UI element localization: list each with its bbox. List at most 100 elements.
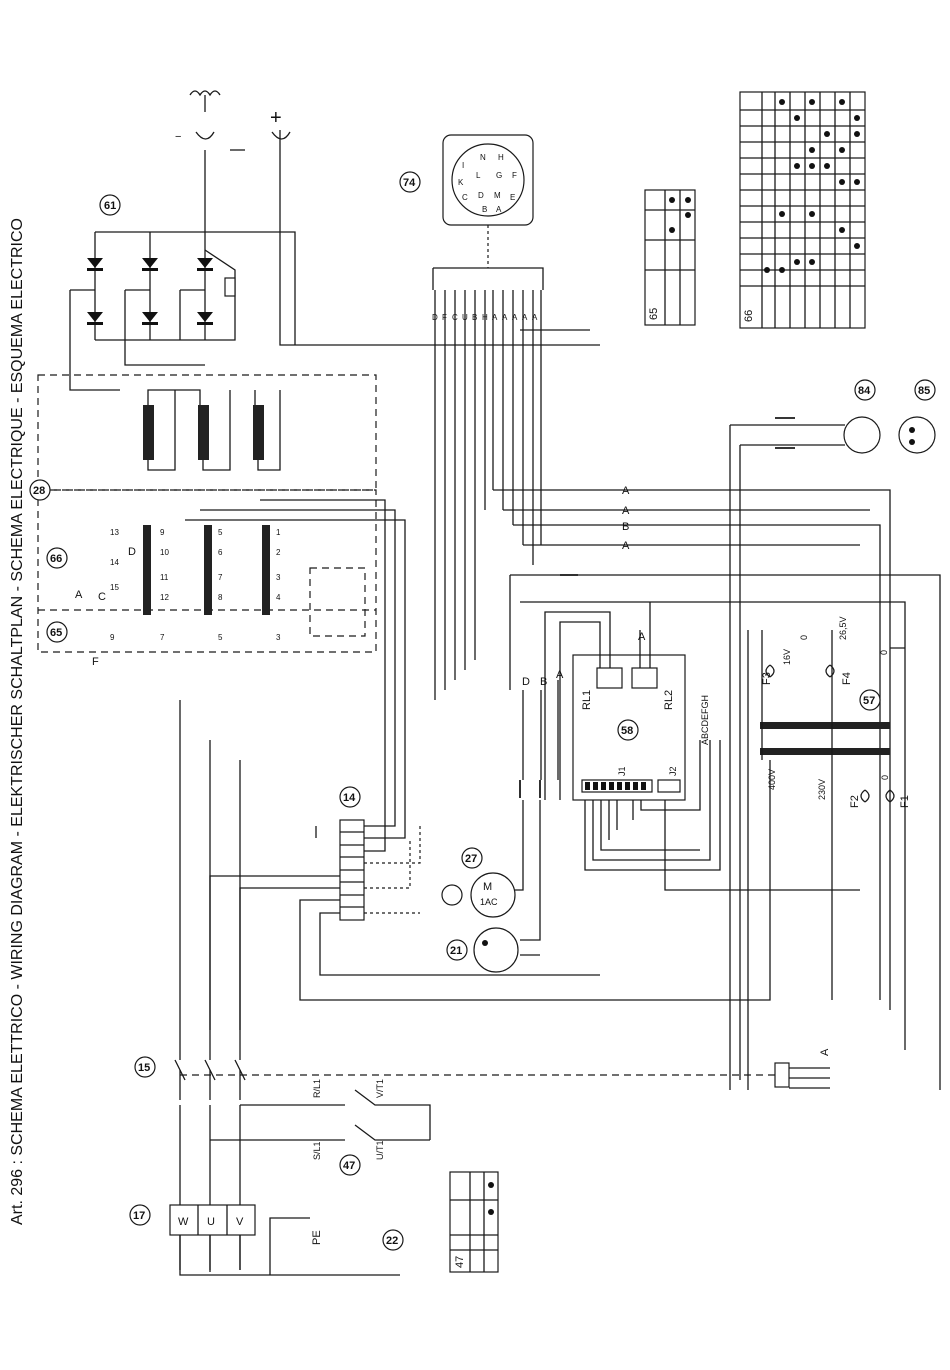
- sl1-contact: S/L1: [312, 1141, 322, 1160]
- f4-label: F4: [841, 672, 853, 685]
- svg-text:2: 2: [276, 548, 281, 557]
- svg-text:M: M: [494, 191, 501, 200]
- svg-text:6: 6: [218, 548, 223, 557]
- motor27-ac: 1AC: [480, 897, 498, 907]
- svg-text:9: 9: [110, 633, 115, 642]
- letter-a: A: [75, 589, 83, 601]
- phase-w: W: [178, 1216, 189, 1228]
- ref-27: 27: [465, 853, 477, 865]
- line-letter-a3: A: [622, 540, 630, 552]
- svg-text:A: A: [522, 313, 528, 322]
- plus-label: +: [270, 107, 282, 129]
- board-58: RL1 RL2 58 J1 J2 A D B A: [519, 602, 860, 891]
- ref-57: 57: [863, 695, 875, 707]
- svg-text:13: 13: [110, 528, 119, 537]
- line-letter-a1: A: [622, 485, 630, 497]
- svg-text:3: 3: [276, 633, 281, 642]
- motor27-m: M: [483, 881, 492, 893]
- svg-text:7: 7: [160, 633, 165, 642]
- svg-text:C: C: [462, 193, 468, 202]
- relay-letter-1: A: [819, 1048, 831, 1056]
- diagram-title: Art. 296 : SCHEMA ELETTRICO - WIRING DIA…: [9, 218, 26, 1225]
- svg-text:E: E: [510, 193, 515, 202]
- ref-58: 58: [621, 725, 633, 737]
- svg-text:H: H: [482, 313, 488, 322]
- phase-u: U: [207, 1216, 215, 1228]
- svg-text:L: L: [476, 171, 481, 180]
- table-65: 65: [644, 189, 696, 326]
- letter-f: F: [92, 656, 99, 668]
- svg-text:15: 15: [110, 583, 119, 592]
- svg-text:N: N: [480, 153, 486, 162]
- rl2-label: RL2: [663, 690, 675, 710]
- vt1-contact: V/T1: [375, 1079, 385, 1098]
- ref-85: 85: [918, 385, 930, 397]
- terminal-17: W U V 17 PE 22: [129, 1204, 404, 1276]
- svg-text:7: 7: [218, 573, 223, 582]
- bus-letter-b: B: [540, 676, 547, 688]
- ref-28: 28: [33, 485, 45, 497]
- table-66: 66: [739, 91, 866, 329]
- f2-label: F2: [849, 795, 861, 808]
- ref-14: 14: [343, 792, 356, 804]
- svg-text:H: H: [498, 153, 504, 162]
- ref-47: 47: [343, 1160, 355, 1172]
- svg-text:11: 11: [160, 573, 169, 582]
- f3-label: F3: [761, 672, 773, 685]
- svg-text:B: B: [472, 313, 477, 322]
- rl-letter-a: A: [638, 631, 646, 643]
- j2-label: J2: [668, 766, 678, 776]
- ref-61-label: 61: [104, 200, 116, 212]
- motors: M 1AC 27 21: [441, 800, 541, 973]
- svg-text:8: 8: [218, 593, 223, 602]
- ref-61: [99, 194, 121, 216]
- svg-text:12: 12: [160, 593, 169, 602]
- table-47: 47: [449, 1171, 499, 1273]
- svg-text:F: F: [442, 313, 447, 322]
- bus-letter-d: D: [522, 676, 530, 688]
- letter-d: D: [128, 546, 136, 558]
- ref-17: 17: [133, 1210, 145, 1222]
- v16-label: 16V: [782, 649, 792, 665]
- pe-label: PE: [311, 1230, 323, 1245]
- ref-15: 15: [138, 1062, 150, 1074]
- svg-text:C: C: [452, 313, 458, 322]
- table66-title: 66: [743, 310, 755, 322]
- svg-text:D: D: [478, 191, 484, 200]
- svg-text:A: A: [502, 313, 508, 322]
- svg-text:I: I: [462, 161, 464, 170]
- line-letter-a2: A: [622, 505, 630, 517]
- ref-66: 66: [50, 553, 62, 565]
- f1-label: F1: [899, 795, 911, 808]
- board-pin-letters: ABCDEFGH: [700, 695, 710, 745]
- sockets-84-85: 84 85: [729, 379, 936, 1090]
- ref-22: 22: [386, 1235, 398, 1247]
- ref-84: 84: [858, 385, 871, 397]
- svg-text:A: A: [512, 313, 518, 322]
- main-switch: 15 A R/L1 V/T1 S/L1 U/T1 47: [134, 700, 831, 1270]
- v265-label: 26,5V: [838, 616, 848, 640]
- zero-label-3: 0: [880, 775, 890, 780]
- phase-v: V: [236, 1216, 244, 1228]
- rl1-contact: R/L1: [312, 1079, 322, 1098]
- svg-text:B: B: [482, 205, 487, 214]
- svg-text:K: K: [458, 178, 464, 187]
- svg-text:U: U: [462, 313, 468, 322]
- svg-text:14: 14: [110, 558, 119, 567]
- svg-text:5: 5: [218, 528, 223, 537]
- svg-text:G: G: [496, 171, 502, 180]
- zero-label-2: 0: [799, 635, 809, 640]
- v230-label: 230V: [817, 779, 827, 800]
- svg-text:D: D: [432, 313, 438, 322]
- svg-text:A: A: [496, 205, 502, 214]
- svg-text:F: F: [512, 171, 517, 180]
- j1-label: J1: [617, 766, 627, 776]
- svg-text:4: 4: [276, 593, 281, 602]
- transformer-57: 57 400V 230V 16V 26,5V 0 0 0 F3 F4 F2 F1…: [700, 616, 911, 1090]
- svg-text:9: 9: [160, 528, 165, 537]
- bus-letter-a: A: [556, 669, 564, 681]
- table65-title: 65: [648, 308, 660, 320]
- v400-label: 400V: [767, 769, 777, 790]
